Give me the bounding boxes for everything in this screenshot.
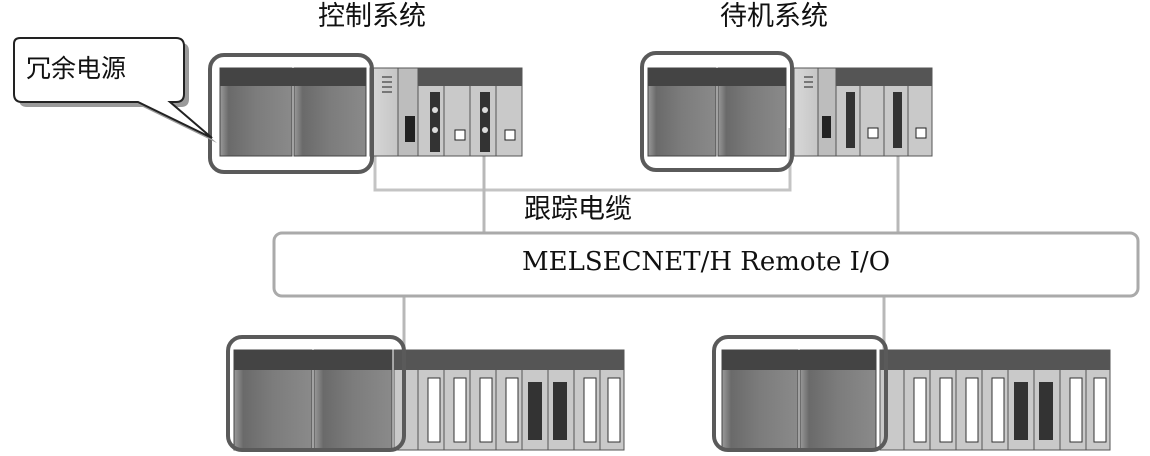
remote-io-right-power-highlight xyxy=(712,335,888,452)
control-system-label: 控制系统 xyxy=(318,1,426,32)
remote-io-rack-right xyxy=(712,335,1111,452)
network-bus-label: MELSECNET/H Remote I/O xyxy=(521,247,891,277)
network-bus xyxy=(272,231,1140,298)
standby-system-rack xyxy=(640,51,933,172)
standby-system-label: 待机系统 xyxy=(720,1,828,32)
standby-power-highlight xyxy=(640,51,794,172)
tracking-cable-label: 跟踪电缆 xyxy=(524,194,632,225)
remote-io-rack-left xyxy=(226,335,625,452)
redundant-power-label: 冗余电源 xyxy=(26,54,127,83)
control-system-rack xyxy=(208,53,523,174)
control-power-highlight xyxy=(208,53,374,174)
remote-io-left-power-highlight xyxy=(226,335,406,452)
redundant-power-callout xyxy=(13,37,217,143)
